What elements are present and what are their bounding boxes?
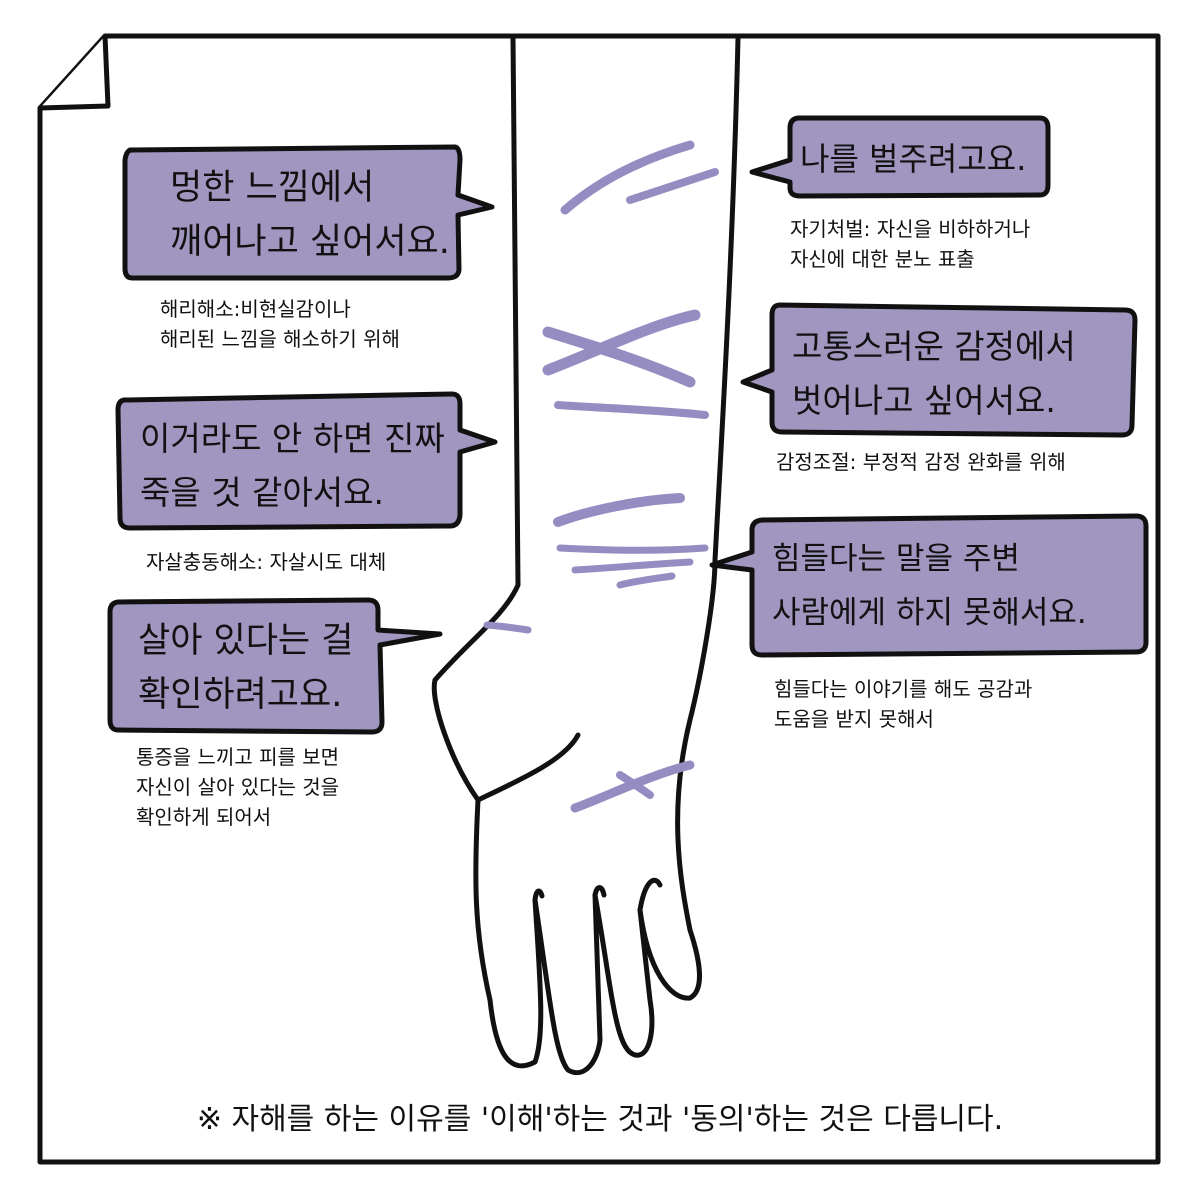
bubble-suicide-impulse-note: 자살충동해소: 자살시도 대체	[146, 547, 386, 577]
scar-6	[553, 493, 685, 527]
bubble-feel-alive-line-2: 확인하려고요.	[138, 675, 343, 715]
bubble-cannot-tell-line-2: 사람에게 하지 못해서요.	[772, 595, 1087, 631]
paper-fold-corner	[39, 35, 111, 111]
note-self-punish-line-2: 자신에 대한 분노 표출	[790, 247, 975, 271]
note-emotion-regulation-line-1: 감정조절: 부정적 감정 완화를 위해	[776, 450, 1066, 474]
note-feel-alive-line-2: 자신이 살아 있다는 것을	[136, 775, 340, 799]
bubble-dissociation-line-1: 멍한 느낌에서	[170, 168, 375, 208]
bubble-feel-alive-text: 살아 있다는 걸 확인하려고요.	[138, 614, 353, 722]
bubble-feel-alive-line-1: 살아 있다는 걸	[138, 621, 354, 661]
note-cannot-tell-line-1: 힘들다는 이야기를 해도 공감과	[774, 677, 1033, 701]
scar-7	[556, 544, 709, 554]
bubble-cannot-tell-line-1: 힘들다는 말을 주변	[772, 541, 1020, 577]
bubble-suicide-impulse-text: 이거라도 안 하면 진짜 죽을 것 같아서요.	[140, 412, 445, 520]
bubble-self-punish-note: 자기처벌: 자신을 비하하거나 자신에 대한 분노 표출	[790, 214, 1030, 274]
finger-crease-1	[532, 888, 545, 903]
bubble-shapes-right	[709, 115, 1149, 658]
bubble-cannot-tell-shape	[709, 513, 1149, 658]
bubble-shapes	[107, 144, 498, 735]
bubble-suicide-impulse-shape	[115, 391, 498, 531]
bubble-feel-alive-note: 통증을 느끼고 피를 보면 자신이 살아 있다는 것을 확인하게 되어서	[136, 742, 339, 832]
bubble-feel-alive-shape	[107, 597, 443, 735]
bubble-self-punish-text: 나를 벌주려고요.	[800, 132, 1026, 186]
bubble-self-punish-line-1: 나를 벌주려고요.	[800, 140, 1027, 178]
bubble-emotion-regulation-line-1: 고통스러운 감정에서	[792, 327, 1076, 366]
bubble-emotion-regulation-shape	[740, 302, 1138, 438]
bubble-dissociation-line-2: 깨어나고 싶어서요.	[170, 222, 450, 262]
bubble-emotion-regulation-note: 감정조절: 부정적 감정 완화를 위해	[776, 447, 1066, 477]
finger-crease-thumb	[475, 732, 581, 803]
note-suicide-impulse-line-1: 자살충동해소: 자살시도 대체	[146, 550, 387, 574]
bubble-suicide-impulse-line-2: 죽을 것 같아서요.	[140, 473, 384, 512]
scar-2	[626, 168, 719, 204]
bubble-dissociation-text: 멍한 느낌에서 깨어나고 싶어서요.	[170, 161, 450, 269]
bubble-suicide-impulse-line-1: 이거라도 안 하면 진짜	[140, 419, 445, 458]
note-dissociation-line-1: 해리해소:비현실감이나	[160, 297, 351, 321]
note-cannot-tell-line-2: 도움을 받지 못해서	[774, 707, 934, 731]
scar-1	[560, 140, 695, 215]
bubble-emotion-regulation-text: 고통스러운 감정에서 벗어나고 싶어서요.	[792, 320, 1076, 428]
scar-12	[616, 771, 654, 799]
scar-4	[542, 309, 701, 376]
note-dissociation-line-2: 해리된 느낌을 해소하기 위해	[160, 327, 400, 351]
bubble-dissociation-note: 해리해소:비현실감이나 해리된 느낌을 해소하기 위해	[160, 294, 400, 354]
note-self-punish-line-1: 자기처벌: 자신을 비하하거나	[790, 217, 1031, 241]
scar-marks	[483, 140, 719, 813]
scar-10	[483, 621, 532, 634]
finger-crease-3	[637, 877, 663, 913]
arm-outline	[431, 35, 741, 1075]
finger-crease-2	[592, 885, 607, 898]
scar-3	[542, 326, 696, 388]
bubble-emotion-regulation-line-2: 벗어나고 싶어서요.	[792, 381, 1056, 420]
note-feel-alive-line-3: 확인하게 되어서	[136, 805, 272, 829]
bubble-cannot-tell-text: 힘들다는 말을 주변 사람에게 하지 못해서요.	[772, 532, 1087, 640]
scar-8	[571, 558, 694, 574]
bubble-dissociation-shape	[122, 144, 495, 281]
scar-9	[616, 572, 676, 589]
footer-disclaimer: ※ 자해를 하는 이유를 '이해'하는 것과 '동의'하는 것은 다릅니다.	[196, 1102, 1004, 1137]
bubble-cannot-tell-note: 힘들다는 이야기를 해도 공감과 도움을 받지 못해서	[774, 674, 1032, 734]
scar-5	[554, 401, 709, 419]
bubble-self-punish-shape	[749, 115, 1051, 199]
note-feel-alive-line-1: 통증을 느끼고 피를 보면	[136, 745, 340, 769]
